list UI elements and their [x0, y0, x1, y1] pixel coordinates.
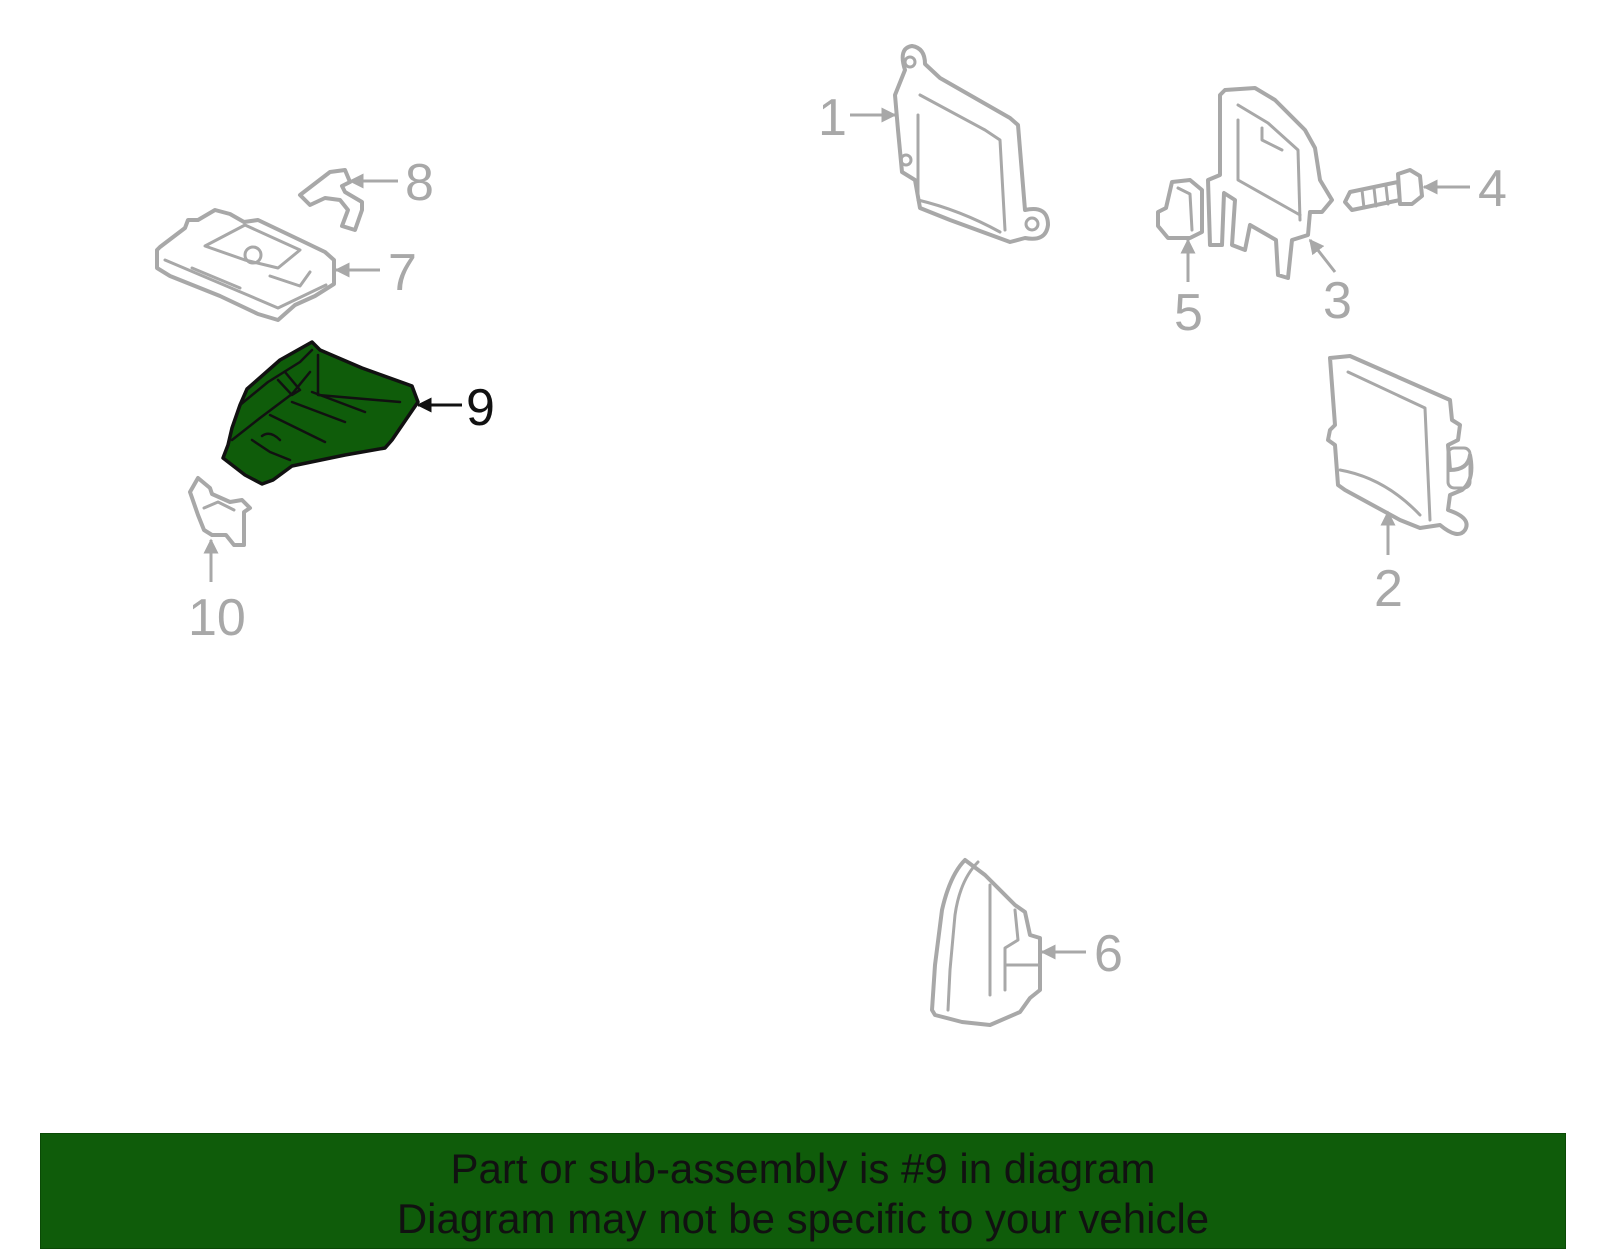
callout-10-label: 10 [188, 589, 246, 647]
callout-3-label: 3 [1323, 272, 1352, 330]
banner-line-1: Part or sub-assembly is #9 in diagram [450, 1145, 1156, 1192]
callout-8: 8 [348, 154, 434, 212]
part-7-tray [155, 208, 336, 322]
callout-8-label: 8 [405, 154, 434, 212]
callout-3: 3 [1308, 238, 1352, 330]
part-4-bolt [1343, 168, 1424, 212]
callout-9: 9 [416, 379, 495, 437]
callout-1-label: 1 [818, 89, 847, 147]
callout-2-label: 2 [1374, 560, 1403, 618]
callout-9-label: 9 [466, 379, 495, 437]
callout-1: 1 [818, 89, 897, 147]
callout-7: 7 [334, 244, 417, 302]
callout-6: 6 [1040, 925, 1123, 983]
part-3-bracket [1206, 86, 1334, 280]
banner-line-2: Diagram may not be specific to your vehi… [396, 1195, 1210, 1242]
callout-6-label: 6 [1094, 925, 1123, 983]
callout-4-label: 4 [1478, 160, 1507, 218]
part-6-housing [930, 858, 1042, 1027]
callout-2: 2 [1374, 510, 1403, 618]
callout-7-label: 7 [388, 244, 417, 302]
part-1-control-module [893, 44, 1050, 244]
info-banner: Part or sub-assembly is #9 in diagram Di… [40, 1133, 1566, 1249]
callout-5: 5 [1174, 238, 1203, 342]
part-2-module [1326, 354, 1474, 536]
part-8-clip [298, 168, 364, 232]
callout-4: 4 [1422, 160, 1507, 218]
part-10-clip [188, 476, 252, 547]
callout-5-label: 5 [1174, 284, 1203, 342]
part-5-clip [1156, 178, 1204, 240]
callout-10: 10 [188, 538, 246, 647]
part-9-highlighted-bracket [221, 340, 420, 486]
